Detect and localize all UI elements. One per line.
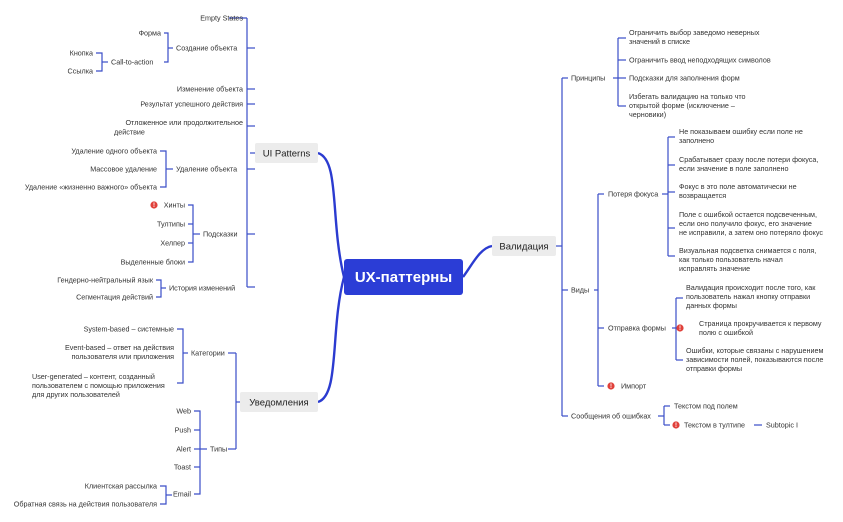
node-empty-states[interactable]: Empty States [200, 14, 243, 23]
branch-notifications-label: Уведомления [249, 398, 308, 409]
alert-icon [672, 421, 680, 429]
node-hint-blocks[interactable]: Выделенные блоки [121, 258, 185, 267]
node-hints[interactable]: Подсказки [203, 230, 237, 239]
alert-icon [150, 201, 158, 209]
alert-icon-mark: ! [610, 384, 612, 390]
connector-validation [462, 244, 493, 278]
node-s1-line3: данных формы [686, 301, 737, 310]
node-principles[interactable]: Принципы [571, 74, 605, 83]
branch-validation[interactable] [492, 236, 556, 256]
node-cta-button[interactable]: Кнопка [70, 49, 93, 58]
node-hint-tooltips[interactable]: Тултипы [157, 220, 185, 229]
node-f1-line1[interactable]: Не показываем ошибку если поле не [679, 127, 803, 136]
node-delete-object[interactable]: Удаление объекта [176, 165, 237, 174]
connector-notifications [317, 276, 346, 404]
node-f1-line2: заполнено [679, 136, 714, 145]
node-f4-line1[interactable]: Поле с ошибкой остается подсвеченным, [679, 210, 817, 219]
node-subtopic[interactable]: Subtopic I [766, 421, 798, 430]
node-p4-line2: открытой форме (исключение – [629, 101, 735, 110]
node-delete-one[interactable]: Удаление одного объекта [71, 147, 157, 156]
node-cta-link[interactable]: Ссылка [68, 67, 93, 76]
node-s1-line2: пользователь нажал кнопку отправки [686, 292, 810, 301]
node-p1-line1[interactable]: Ограничить выбор заведомо неверных [629, 28, 760, 37]
node-f5-line2: как только пользователь начал [679, 255, 783, 264]
node-f3-line2: возвращается [679, 191, 726, 200]
node-focus-loss[interactable]: Потеря фокуса [608, 190, 658, 199]
node-delete-vital[interactable]: Удаление «жизненно важного» объекта [25, 183, 157, 192]
node-msg-in-tooltip[interactable]: Текстом в тултипе [684, 421, 745, 430]
node-kinds[interactable]: Виды [571, 286, 589, 295]
node-email-client[interactable]: Клиентская рассылка [85, 482, 157, 491]
node-s2-line2: полю с ошибкой [699, 328, 753, 337]
node-history-segment[interactable]: Сегментация действий [76, 293, 153, 302]
node-cat-event-line1[interactable]: Event-based – ответ на действия [65, 343, 174, 352]
node-deferred-line1[interactable]: Отложенное или продолжительное [125, 118, 243, 127]
ui-patterns-nodes: Empty States Создание объекта Форма Call… [25, 14, 244, 302]
node-p3[interactable]: Подсказки для заполнения форм [629, 74, 740, 83]
node-type-alert[interactable]: Alert [176, 445, 191, 454]
alert-icon-mark: ! [675, 423, 677, 429]
node-p1-line2: значений в списке [629, 37, 690, 46]
node-s3-line2: зависимости полей, показываются после [686, 355, 823, 364]
branch-notifications[interactable] [240, 392, 318, 412]
node-f5-line1[interactable]: Визуальная подсветка снимается с поля, [679, 246, 816, 255]
node-deferred-line2: действие [114, 128, 145, 137]
node-cat-event-line2: пользователя или приложения [71, 352, 174, 361]
node-types[interactable]: Типы [210, 445, 227, 454]
validation-lines [556, 37, 762, 426]
alert-icon-mark: ! [679, 326, 681, 332]
notifications-lines [160, 328, 240, 505]
node-type-toast[interactable]: Toast [174, 463, 191, 472]
node-history[interactable]: История изменений [169, 284, 235, 293]
node-s3-line1[interactable]: Ошибки, которые связаны с нарушением [686, 346, 824, 355]
node-cat-user-line2: пользователем с помощью приложения [32, 381, 165, 390]
node-cat-system[interactable]: System-based – системные [84, 325, 174, 334]
node-cta[interactable]: Call-to-action [111, 58, 153, 67]
node-type-push[interactable]: Push [175, 426, 191, 435]
node-success-result[interactable]: Результат успешного действия [140, 100, 243, 109]
node-delete-mass[interactable]: Массовое удаление [90, 165, 157, 174]
node-p4-line3: черновики) [629, 110, 666, 119]
node-cat-user-line1[interactable]: User-generated – контент, созданный [32, 372, 155, 381]
node-f2-line2: если значение в поле заполнено [679, 164, 789, 173]
branch-validation-label: Валидация [499, 242, 548, 253]
alert-icon [607, 382, 615, 390]
node-f4-line3: не исправили, а затем оно потеряло фокус [679, 228, 823, 237]
node-type-web[interactable]: Web [176, 407, 191, 416]
node-cat-user-line3: для других пользователей [32, 390, 120, 399]
alert-icon [676, 324, 684, 332]
node-error-messages[interactable]: Сообщения об ошибках [571, 412, 651, 421]
node-s2-line1[interactable]: Страница прокручивается к первому [699, 319, 822, 328]
branch-ui-patterns[interactable] [255, 143, 318, 163]
notifications-nodes: Категории System-based – системные Event… [14, 325, 227, 509]
node-create-form[interactable]: Форма [139, 29, 161, 38]
node-s3-line3: отправки формы [686, 364, 742, 373]
alert-icon-mark: ! [153, 203, 155, 209]
ui-patterns-lines [96, 17, 255, 298]
node-p4-line1[interactable]: Избегать валидацию на только что [629, 92, 746, 101]
node-history-gender[interactable]: Гендерно-нейтральный язык [57, 276, 154, 285]
branch-ui-patterns-label: UI Patterns [263, 149, 311, 160]
node-create-object[interactable]: Создание объекта [176, 44, 237, 53]
node-p2[interactable]: Ограничить ввод неподходящих символов [629, 56, 771, 65]
node-hint-hints[interactable]: Хинты [164, 201, 185, 210]
validation-nodes: Принципы Ограничить выбор заведомо невер… [571, 28, 824, 430]
node-email-feedback[interactable]: Обратная связь на действия пользователя [14, 500, 157, 509]
node-hint-helper[interactable]: Хелпер [160, 239, 185, 248]
node-f4-line2: если оно получило фокус, его значение [679, 219, 812, 228]
node-change-object[interactable]: Изменение объекта [177, 85, 243, 94]
node-import[interactable]: Импорт [621, 382, 647, 391]
node-categories[interactable]: Категории [191, 349, 225, 358]
node-form-submit[interactable]: Отправка формы [608, 324, 666, 333]
center-node[interactable] [344, 259, 463, 295]
node-f2-line1[interactable]: Срабатывает сразу после потери фокуса, [679, 155, 818, 164]
node-f5-line3: исправлять значение [679, 264, 750, 273]
node-msg-under-field[interactable]: Текстом под полем [674, 402, 738, 411]
node-type-email[interactable]: Email [173, 490, 191, 499]
node-f3-line1[interactable]: Фокус в это поле автоматически не [679, 182, 797, 191]
connector-ui-patterns [317, 151, 346, 278]
center-title: UX-паттерны [355, 269, 452, 286]
node-s1-line1[interactable]: Валидация происходит после того, как [686, 283, 816, 292]
